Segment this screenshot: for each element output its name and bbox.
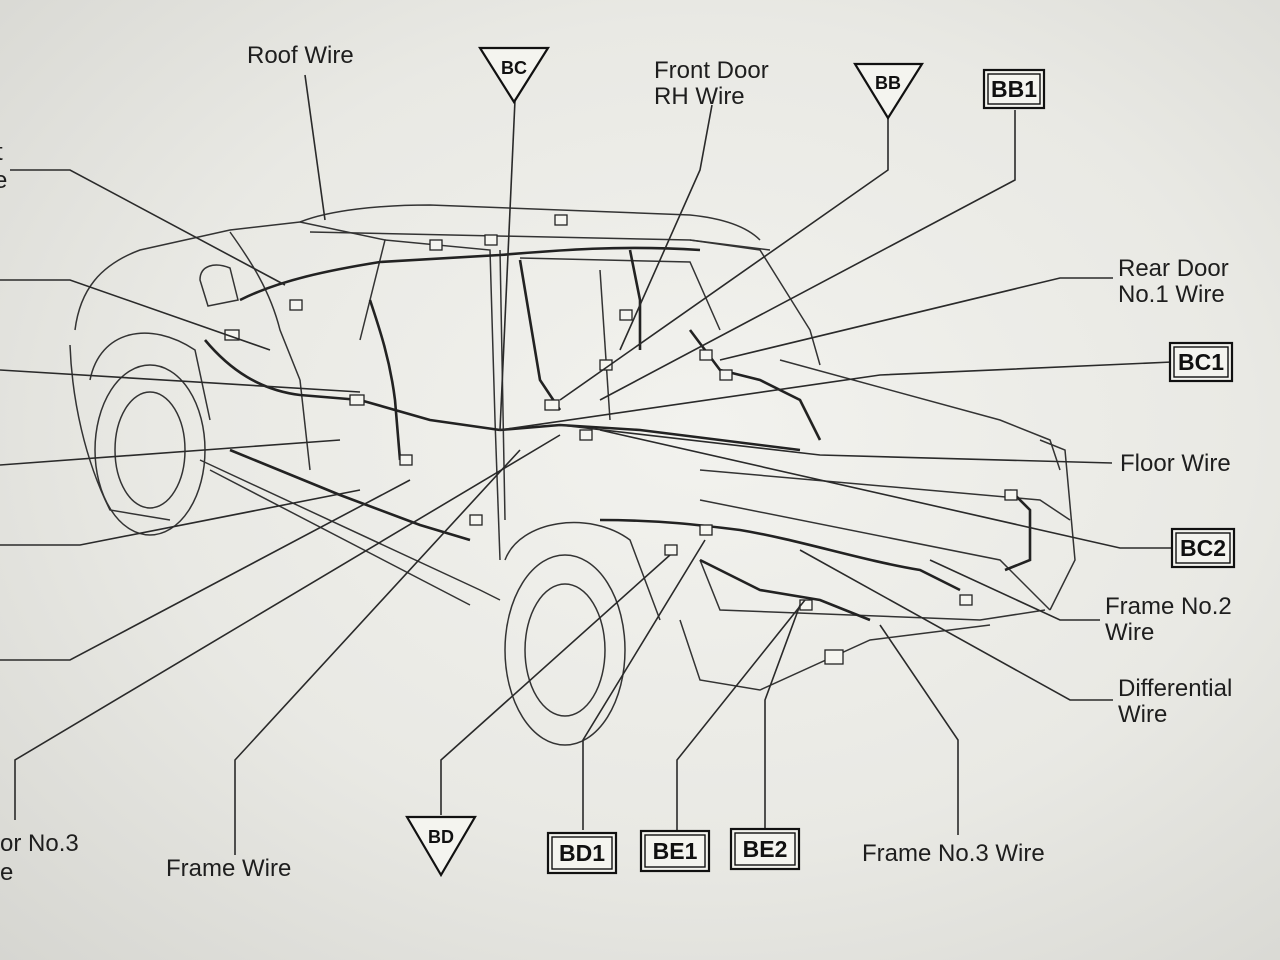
boxed-marker-be1-text: BE1 <box>653 838 698 864</box>
wire-harness <box>204 214 1032 665</box>
boxed-marker-bb1-text: BB1 <box>991 76 1037 102</box>
front-door-rh-wire-label-line1: Front Door <box>654 57 769 84</box>
triangle-marker-bd: BD <box>405 815 477 878</box>
vehicle-body-outline <box>69 204 1076 746</box>
frame-wire-label: Frame Wire <box>166 855 291 882</box>
boxed-marker-bc1: BC1 <box>1168 341 1234 383</box>
differential-wire-label-line2: Wire <box>1118 701 1167 728</box>
rear-door-no1-wire-label-line1: Rear Door <box>1118 255 1229 282</box>
cut-label-left-line1: or No.3 <box>0 830 79 857</box>
frame-no2-wire-label-line1: Frame No.2 <box>1105 593 1232 620</box>
cut-label-left-line2: e <box>0 859 13 886</box>
triangle-marker-bc: BC <box>478 46 550 105</box>
cut-label-top-line1: t <box>0 139 3 166</box>
cut-label-top-line2: e <box>0 167 7 194</box>
boxed-marker-bc2-text: BC2 <box>1180 535 1226 561</box>
triangle-marker-bd-text: BD <box>428 827 454 847</box>
triangle-marker-bc-text: BC <box>501 58 527 78</box>
boxed-marker-be2: BE2 <box>729 827 801 871</box>
front-door-rh-wire-label-line2: RH Wire <box>654 83 745 110</box>
boxed-marker-bd1: BD1 <box>546 831 618 875</box>
triangle-marker-bb-text: BB <box>875 73 901 93</box>
rear-door-no1-wire-label-line2: No.1 Wire <box>1118 281 1225 308</box>
boxed-marker-be1: BE1 <box>639 829 711 873</box>
boxed-marker-bd1-text: BD1 <box>559 840 605 866</box>
boxed-marker-be2-text: BE2 <box>743 836 788 862</box>
wire-labels: Roof Wire Front Door RH Wire Rear Door N… <box>0 42 1232 886</box>
floor-wire-label: Floor Wire <box>1120 450 1231 477</box>
boxed-marker-bc2: BC2 <box>1170 527 1236 569</box>
frame-no2-wire-label-line2: Wire <box>1105 619 1154 646</box>
leader-lines <box>0 74 1173 855</box>
differential-wire-label-line1: Differential <box>1118 675 1232 702</box>
triangle-marker-bb: BB <box>853 62 924 121</box>
boxed-marker-bb1: BB1 <box>982 68 1046 110</box>
roof-wire-label: Roof Wire <box>247 42 354 69</box>
frame-no3-wire-label: Frame No.3 Wire <box>862 840 1045 867</box>
boxed-marker-bc1-text: BC1 <box>1178 349 1224 375</box>
